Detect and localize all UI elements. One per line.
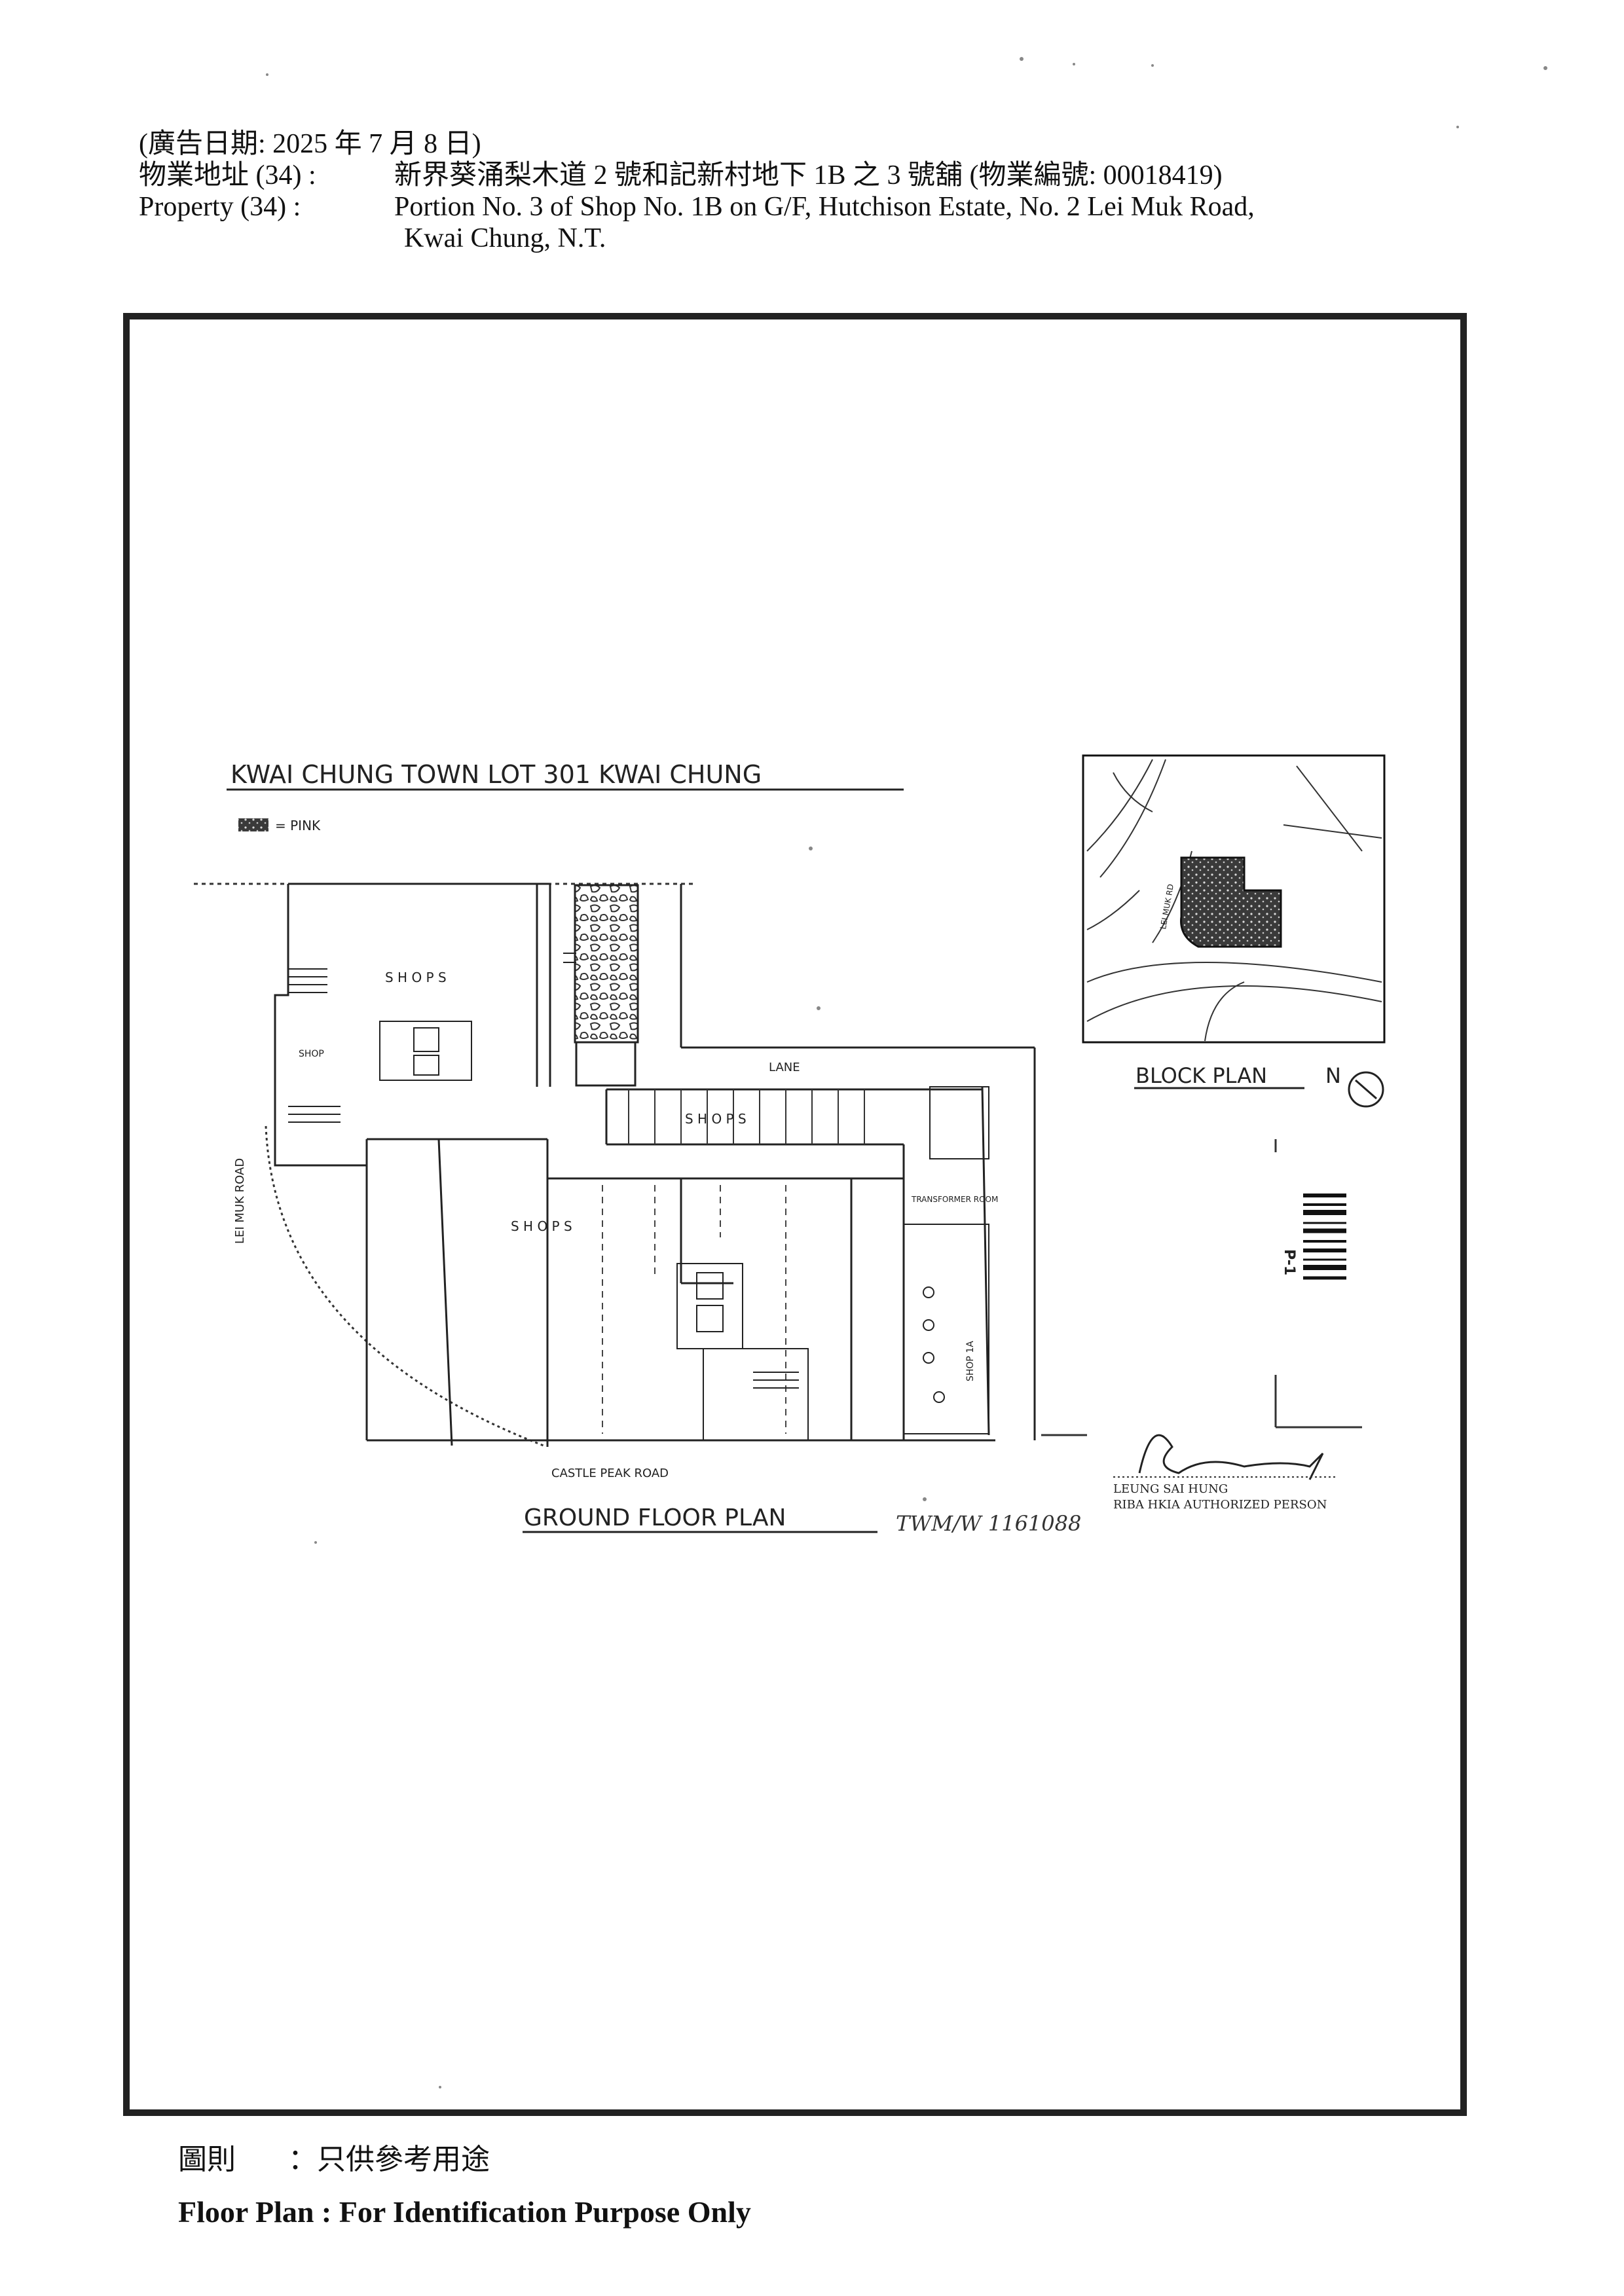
stair-treads [288,953,799,1389]
ad-date: (廣告日期: 2025 年 7 月 8 日) [139,129,481,159]
pink-legend-swatch [238,818,268,831]
shops-label-lower: S H O P S [511,1218,572,1234]
signature-mark [1138,1434,1324,1480]
north-label: N [1325,1063,1341,1088]
floor-plan-frame [123,313,1467,2116]
shop-1a-label: SHOP 1A [965,1341,976,1381]
building-outline [274,883,1036,1447]
shop-partitions [602,1185,786,1434]
scan-specks [266,57,1547,2088]
handwritten-reference: TWM/W 1161088 [896,1511,1081,1536]
north-arrow-pointer [1355,1079,1377,1100]
block-plan-roads [1086,759,1382,1042]
transformer-room-label: TRANSFORMER ROOM [911,1195,998,1204]
block-plan-label: BLOCK PLAN [1135,1063,1267,1088]
planter-base [575,1041,637,1087]
plan-title: KWAI CHUNG TOWN LOT 301 KWAI CHUNG [231,760,762,789]
castle-peak-road-label: CASTLE PEAK ROAD [551,1467,669,1480]
ground-floor-plan-title: GROUND FLOOR PLAN [524,1504,786,1531]
footer-zh-label: 圖則 [178,2143,236,2176]
planter-area [574,884,639,1044]
footer-en: Floor Plan : For Identification Purpose … [178,2195,751,2229]
shops-label-strip: S H O P S [685,1111,747,1127]
authorized-person-title: RIBA HKIA AUTHORIZED PERSON [1113,1498,1327,1512]
address-en-label: Property (34) : [139,192,301,222]
lane-label: LANE [769,1061,800,1074]
authorized-person-name: LEUNG SAI HUNG [1113,1482,1228,1496]
pink-legend-label: = PINK [275,818,321,833]
footer-zh: 圖則 ：只供參考用途 [178,2136,490,2178]
stamp-code: P-1 [1281,1249,1297,1275]
barcode-stamp [1299,1193,1349,1290]
address-zh-label: 物業地址 (34) : [139,160,316,191]
footer-zh-text: ：只供參考用途 [288,2143,490,2176]
shops-strip-partitions [628,1089,865,1144]
lei-muk-road-label: LEI MUK ROAD [233,1158,247,1244]
stairs-lifts [379,1021,989,1441]
shops-label-upper: S H O P S [385,970,447,985]
north-arrow-icon [1348,1071,1384,1108]
lift-circles [923,1286,945,1403]
address-en-line2: Kwai Chung, N.T. [404,223,606,253]
address-en-line1: Portion No. 3 of Shop No. 1B on G/F, Hut… [394,192,1255,222]
address-zh: 新界葵涌梨木道 2 號和記新村地下 1B 之 3 號舖 (物業編號: 00018… [394,160,1223,191]
site-location-marker [1180,856,1282,948]
shop-small-label: SHOP [299,1049,324,1059]
